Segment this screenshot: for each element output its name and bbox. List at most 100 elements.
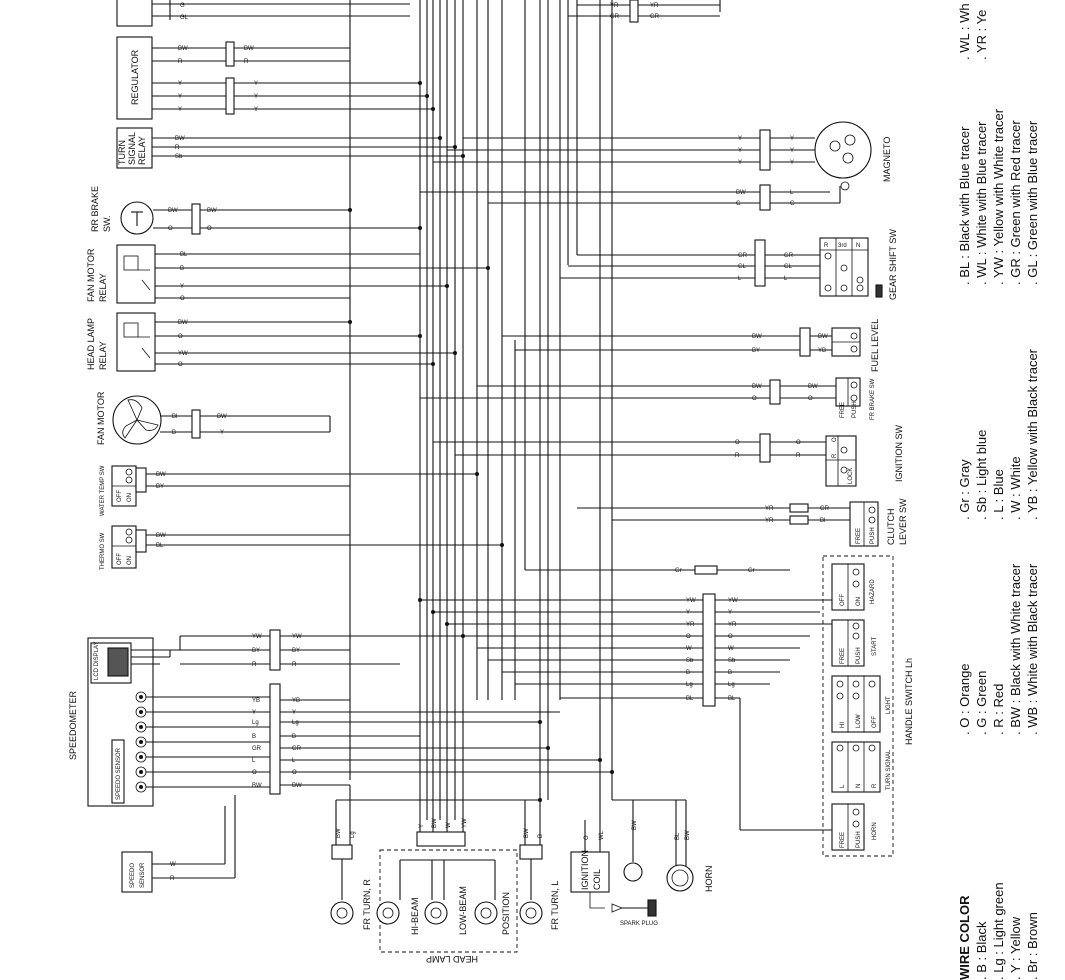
- svg-text:YW: YW: [728, 598, 738, 604]
- svg-text:YR: YR: [686, 622, 695, 628]
- svg-text:Y: Y: [686, 610, 690, 616]
- svg-text:HORN: HORN: [704, 866, 714, 893]
- svg-text:Y: Y: [292, 710, 296, 716]
- svg-text:HI-BEAM: HI-BEAM: [410, 897, 420, 935]
- svg-text:Y: Y: [254, 94, 258, 100]
- ignition-coil: O WL IGNITION COIL SPARK PLUG: [570, 820, 658, 927]
- svg-text:. G : Green: . G : Green: [974, 671, 989, 735]
- svg-text:BY: BY: [252, 648, 260, 654]
- svg-text:BW: BW: [685, 830, 691, 840]
- svg-text:Sb: Sb: [728, 658, 736, 664]
- vertical-bus-lines: [169, 0, 721, 820]
- svg-text:3rd: 3rd: [838, 243, 847, 249]
- svg-text:. WB : White with Black trace: . WB : White with Black tracer: [1025, 563, 1040, 735]
- svg-text:BW: BW: [752, 334, 762, 340]
- svg-text:ON: ON: [127, 493, 133, 502]
- svg-text:BW: BW: [752, 384, 762, 390]
- svg-text:N: N: [856, 243, 860, 249]
- svg-text:FREE: FREE: [840, 402, 846, 418]
- svg-text:. YW : Yellow with White trac: . YW : Yellow with White tracer: [991, 108, 1006, 285]
- svg-text:O: O: [207, 226, 212, 232]
- svg-text:COIL: COIL: [592, 869, 602, 890]
- svg-text:B: B: [172, 430, 176, 436]
- svg-text:O: O: [686, 634, 691, 640]
- svg-text:O: O: [178, 362, 183, 368]
- svg-text:SIGNAL: SIGNAL: [127, 132, 137, 165]
- svg-text:SPEEDO SENSOR: SPEEDO SENSOR: [116, 747, 122, 800]
- svg-text:Y: Y: [254, 107, 258, 113]
- svg-text:LCD DISPLAY: LCD DISPLAY: [94, 641, 100, 680]
- svg-text:BW: BW: [252, 783, 262, 789]
- svg-text:L: L: [252, 758, 256, 764]
- svg-text:B: B: [686, 670, 690, 676]
- svg-text:LEVER SW: LEVER SW: [898, 498, 908, 545]
- svg-text:Gr: Gr: [748, 568, 755, 574]
- svg-text:L: L: [840, 784, 846, 788]
- svg-text:G: G: [790, 201, 795, 207]
- thermo-switch: OFF ON THERMO SW BW BL: [100, 525, 502, 570]
- svg-text:Gr: Gr: [675, 568, 682, 574]
- svg-text:. W : White: . W : White: [1008, 456, 1023, 520]
- speedometer-label: SPEEDOMETER: [68, 690, 78, 760]
- svg-text:SW.: SW.: [102, 215, 112, 232]
- svg-text:OFF: OFF: [840, 594, 846, 606]
- svg-text:SPEEDO: SPEEDO: [130, 863, 136, 888]
- svg-text:B: B: [728, 670, 732, 676]
- svg-text:GL: GL: [738, 264, 747, 270]
- svg-text:LIGHT: LIGHT: [886, 696, 892, 714]
- svg-text:O: O: [752, 396, 757, 402]
- svg-text:HAZARD: HAZARD: [870, 579, 876, 604]
- svg-text:. Lg : Light green: . Lg : Light green: [991, 882, 1006, 980]
- svg-text:FREE: FREE: [840, 832, 846, 848]
- svg-text:BW: BW: [168, 208, 178, 214]
- svg-text:BW: BW: [156, 533, 166, 539]
- fr-turn-right: BW Lg FR TURN, R: [330, 785, 540, 930]
- svg-text:BW: BW: [736, 190, 746, 196]
- svg-text:BW: BW: [217, 414, 227, 420]
- svg-text:. BW : Black with White trace: . BW : Black with White tracer: [1008, 563, 1023, 735]
- turn-signal-relay: TURN SIGNAL RELAY BW R Sb: [116, 127, 463, 169]
- svg-text:BY: BY: [156, 484, 164, 490]
- svg-text:HEAD LAMP: HEAD LAMP: [86, 318, 96, 370]
- svg-text:YW: YW: [686, 598, 696, 604]
- svg-text:FUEL LEVEL: FUEL LEVEL: [870, 319, 880, 372]
- svg-text:L: L: [790, 190, 794, 196]
- svg-text:YW: YW: [292, 634, 302, 640]
- svg-text:YR: YR: [765, 506, 774, 512]
- svg-text:Sb: Sb: [686, 658, 694, 664]
- svg-text:Lg: Lg: [350, 831, 356, 838]
- svg-text:YR: YR: [650, 3, 659, 9]
- svg-text:R: R: [824, 243, 829, 249]
- svg-text:RELAY: RELAY: [98, 273, 108, 302]
- svg-text:O: O: [584, 835, 590, 840]
- svg-text:W: W: [686, 646, 692, 652]
- svg-text:OFF: OFF: [117, 553, 123, 565]
- svg-text:Y: Y: [220, 430, 224, 436]
- svg-text:Y: Y: [790, 160, 794, 166]
- svg-text:G: G: [180, 3, 185, 9]
- svg-text:ON: ON: [127, 556, 133, 565]
- svg-text:Sb: Sb: [175, 154, 183, 160]
- svg-text:HI: HI: [840, 722, 846, 728]
- svg-text:O: O: [808, 396, 813, 402]
- svg-text:OFF: OFF: [117, 490, 123, 502]
- svg-text:L: L: [784, 276, 788, 282]
- regulator-label: REGULATOR: [130, 49, 140, 105]
- svg-text:Y: Y: [790, 136, 794, 142]
- svg-text:YW: YW: [178, 351, 188, 357]
- svg-text:TURN: TURN: [117, 140, 127, 165]
- svg-text:. Gr : Gray: . Gr : Gray: [957, 459, 972, 520]
- svg-text:O: O: [180, 296, 185, 302]
- svg-text:GL: GL: [784, 264, 793, 270]
- svg-text:BL: BL: [728, 696, 736, 702]
- svg-text:FAN MOTOR: FAN MOTOR: [96, 391, 106, 445]
- svg-text:START: START: [872, 637, 878, 656]
